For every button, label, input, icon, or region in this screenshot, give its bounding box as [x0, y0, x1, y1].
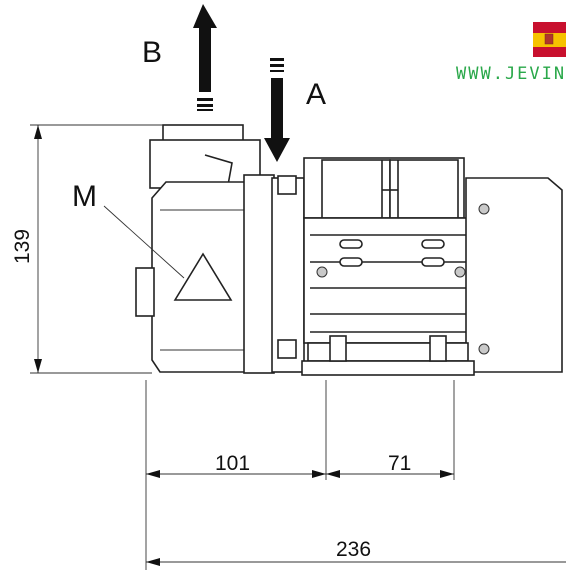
label-a: A [306, 78, 326, 111]
inlet-arrow-a-icon [264, 58, 290, 162]
motor [301, 157, 563, 376]
dimension-236: 236 [336, 538, 371, 561]
warning-triangle-icon [173, 252, 233, 301]
dimension-71: 71 [388, 452, 411, 475]
label-b: B [142, 36, 162, 69]
website-text: WWW.JEVINS [456, 64, 566, 84]
height-dimension [30, 124, 163, 374]
dimension-height: 139 [11, 229, 34, 264]
outlet-arrow-b-icon [193, 4, 217, 111]
leader-line-m [103, 205, 185, 279]
dimension-101: 101 [215, 452, 250, 475]
pump-body [135, 124, 305, 374]
length-dimensions [145, 380, 566, 570]
spain-flag-icon [533, 22, 566, 57]
label-m: M [72, 180, 97, 213]
